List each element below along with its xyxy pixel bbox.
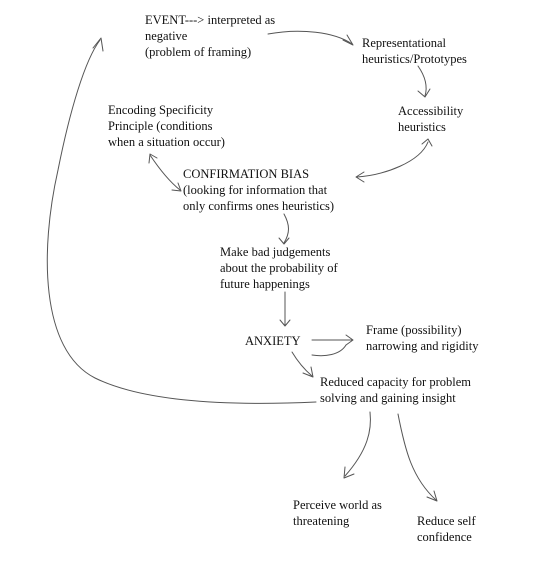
arrowhead-representational-to-accessibility: [417, 88, 431, 98]
bad-judgements-node: Make bad judgements about the probabilit…: [220, 245, 338, 291]
representational-heuristics-node: Representational heuristics/Prototypes: [362, 36, 467, 66]
arrowhead-judgements-to-anxiety: [279, 319, 291, 327]
anxiety-node: ANXIETY: [245, 334, 301, 348]
arrow-feedback-loop: [46, 39, 317, 404]
arrowhead-capacity-to-threatening: [343, 466, 355, 479]
arrow-frame-to-capacity: [311, 344, 347, 357]
confirmation-bias-node: CONFIRMATION BIAS (looking for informati…: [183, 167, 335, 213]
frame-narrowing-node: Frame (possibility) narrowing and rigidi…: [366, 323, 479, 353]
arrow-event-to-representational: [267, 30, 353, 45]
arrow-encoding-to-confirmation: [149, 154, 181, 191]
arrowhead-accessibility-end: [421, 138, 433, 147]
accessibility-heuristics-node: Accessibility heuristics: [398, 104, 464, 134]
arrowhead-event-to-representational: [342, 34, 354, 46]
perceive-threatening-node: Perceive world as threatening: [293, 498, 382, 528]
arrowhead-anxiety-to-frame: [345, 334, 354, 346]
arrow-representational-to-accessibility: [417, 65, 427, 97]
arrow-capacity-to-threatening: [344, 411, 371, 477]
encoding-specificity-node: Encoding Specificity Principle (conditio…: [108, 103, 225, 149]
arrow-confirmation-to-judgements: [283, 213, 289, 244]
arrowhead-feedback-loop: [92, 37, 104, 52]
arrowhead-confirmation-left-end: [171, 182, 182, 192]
arrow-accessibility-to-confirmation: [356, 141, 429, 178]
arrowhead-anxiety-to-capacity: [302, 366, 314, 378]
arrow-anxiety-to-capacity: [291, 351, 313, 377]
reduce-self-confidence-node: Reduce self confidence: [417, 514, 476, 544]
reduced-capacity-node: Reduced capacity for problem solving and…: [320, 375, 471, 405]
arrowhead-confirmation-end: [355, 171, 365, 183]
event-node: EVENT---> interpreted as negative (probl…: [145, 13, 276, 59]
arrowhead-capacity-to-confidence: [426, 490, 438, 502]
arrowhead-encoding-end: [148, 153, 158, 164]
arrowhead-confirmation-to-judgements: [278, 237, 290, 245]
arrow-capacity-to-confidence: [397, 413, 437, 501]
